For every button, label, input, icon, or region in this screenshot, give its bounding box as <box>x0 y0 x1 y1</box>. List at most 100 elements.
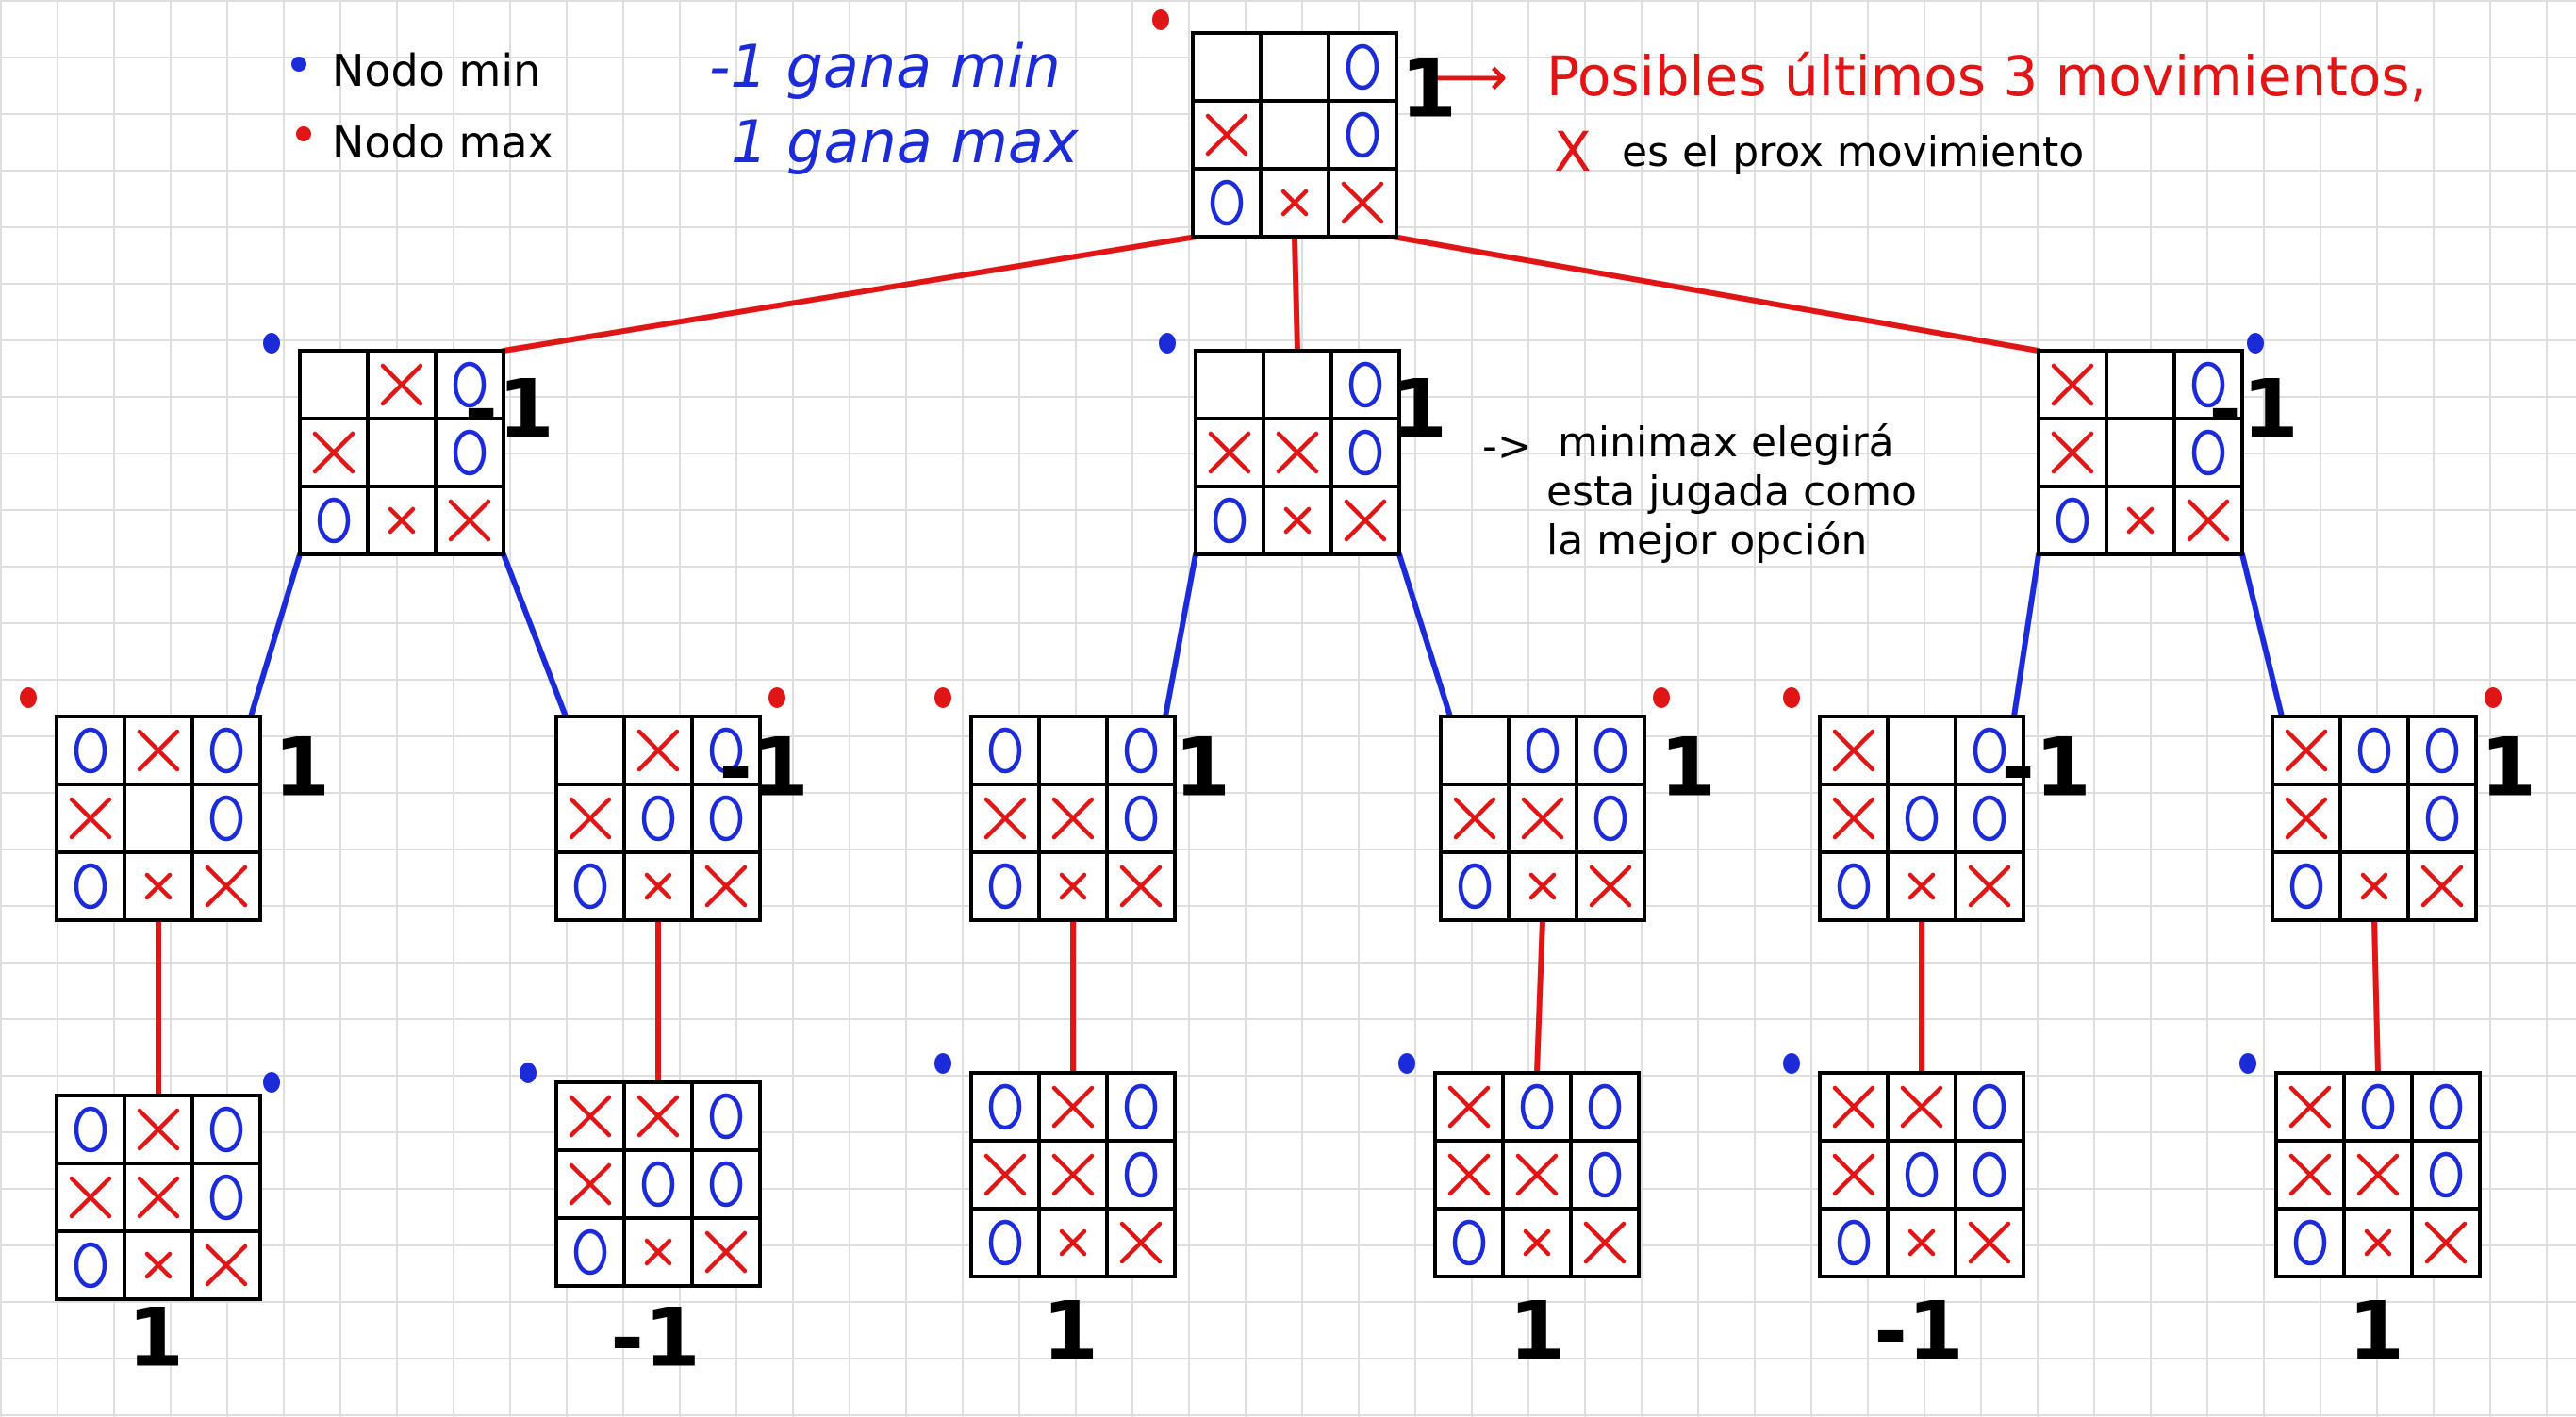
x-mark <box>1059 872 1087 900</box>
o-mark <box>453 429 487 476</box>
o-mark <box>1348 429 1382 476</box>
max-node-dot <box>768 687 785 708</box>
o-mark <box>209 795 243 842</box>
x-mark-stroke <box>1119 1221 1163 1264</box>
root-note-x-mark: X <box>1554 120 1592 184</box>
root-note-line2: es el prox movimiento <box>1622 128 2085 176</box>
max-node-legend-dot <box>296 126 311 141</box>
x-mark <box>1280 189 1309 217</box>
x-mark <box>1589 865 1632 908</box>
x-mark <box>569 1162 612 1206</box>
max-node-dot <box>1783 687 1800 708</box>
x-mark <box>1900 1085 1943 1129</box>
x-mark <box>2364 1228 2392 1257</box>
x-mark-stroke <box>2051 363 2094 406</box>
board-c1a: -1 <box>1783 1053 2025 1378</box>
best-move-note-line1: minimax elegirá <box>1558 419 1894 467</box>
edge-a-a1 <box>248 552 303 719</box>
x-mark-stroke <box>644 872 672 900</box>
edge-root-c <box>1390 234 2041 354</box>
o-mark <box>209 1106 243 1153</box>
x-mark-stroke <box>205 1244 248 1287</box>
x-mark-stroke <box>636 729 680 772</box>
o-mark <box>1452 1219 1486 1266</box>
o-mark <box>1346 43 1379 91</box>
x-mark <box>2356 1153 2400 1196</box>
x-mark <box>380 363 423 406</box>
o-mark <box>1973 727 2006 774</box>
o-mark <box>317 497 351 544</box>
edge-c-c1 <box>2011 552 2041 719</box>
x-mark-stroke <box>1344 499 1387 542</box>
min-node-dot <box>1159 333 1176 354</box>
x-mark-stroke <box>1521 797 1564 840</box>
x-mark <box>1832 729 1875 772</box>
o-mark <box>1588 1083 1622 1130</box>
o-mark <box>2425 727 2459 774</box>
x-mark <box>448 499 491 542</box>
x-mark <box>1528 872 1557 900</box>
x-mark-stroke <box>2051 431 2094 474</box>
x-mark <box>1208 431 1251 474</box>
o-mark <box>1837 1219 1871 1266</box>
o-mark <box>2056 497 2089 544</box>
min-node-legend-dot <box>291 57 306 72</box>
o-mark <box>2361 1083 2395 1130</box>
edge-root-a <box>501 234 1199 354</box>
node-value-b1: 1 <box>1174 720 1230 815</box>
x-mark <box>2360 872 2388 900</box>
node-value-c1a: -1 <box>1874 1284 1964 1378</box>
o-mark <box>2429 1083 2463 1130</box>
x-mark-stroke <box>1205 113 1248 157</box>
x-mark-stroke <box>1832 729 1875 772</box>
x-mark <box>644 1238 672 1266</box>
o-mark <box>1346 111 1379 158</box>
x-mark <box>2051 363 2094 406</box>
x-mark-stroke <box>1832 1085 1875 1129</box>
best-move-note: minimax elegirá esta jugada como la mejo… <box>1546 422 1917 562</box>
x-mark-stroke <box>1447 1085 1491 1129</box>
o-mark <box>2425 795 2459 842</box>
max-node-dot <box>1152 9 1169 30</box>
o-mark <box>2293 1219 2327 1266</box>
edge-b2-b2a <box>1534 917 1545 1076</box>
x-mark-stroke <box>312 431 355 474</box>
x-mark-stroke <box>448 499 491 542</box>
x-mark-stroke <box>137 1108 180 1151</box>
x-mark <box>137 729 180 772</box>
o-mark <box>641 795 675 842</box>
x-mark <box>1453 797 1496 840</box>
x-mark <box>1119 865 1163 908</box>
x-mark-stroke <box>137 729 180 772</box>
x-mark <box>1283 506 1312 535</box>
o-mark <box>988 727 1022 774</box>
x-mark-stroke <box>1059 872 1087 900</box>
x-mark-stroke <box>1832 1153 1875 1196</box>
board-a: -1 <box>263 333 554 556</box>
max-node-dot <box>934 687 951 708</box>
x-mark-stroke <box>2288 1085 2332 1129</box>
o-mark <box>1905 795 1939 842</box>
x-mark <box>1832 797 1875 840</box>
o-mark <box>1520 1083 1554 1130</box>
x-mark-stroke <box>983 1153 1027 1196</box>
board-root: 1 <box>1152 9 1457 239</box>
o-mark <box>74 727 107 774</box>
o-mark <box>2429 1151 2463 1198</box>
x-mark-stroke <box>2288 1153 2332 1196</box>
x-mark-stroke <box>1059 1228 1087 1257</box>
min-node-dot <box>1398 1053 1415 1074</box>
o-mark <box>1458 863 1492 910</box>
o-mark <box>573 1228 607 1276</box>
x-mark-stroke <box>1283 506 1312 535</box>
edge-c-c2 <box>2239 552 2285 719</box>
x-mark-stroke <box>205 865 248 908</box>
o-mark <box>1124 795 1158 842</box>
max-node-legend-label: Nodo max <box>332 117 553 168</box>
x-mark-stroke <box>1515 1153 1559 1196</box>
x-mark <box>1276 431 1319 474</box>
board-c: -1 <box>2037 333 2299 556</box>
board-b2a: 1 <box>1398 1053 1641 1378</box>
node-value-c2a: 1 <box>2348 1284 2404 1378</box>
o-mark <box>709 727 743 774</box>
